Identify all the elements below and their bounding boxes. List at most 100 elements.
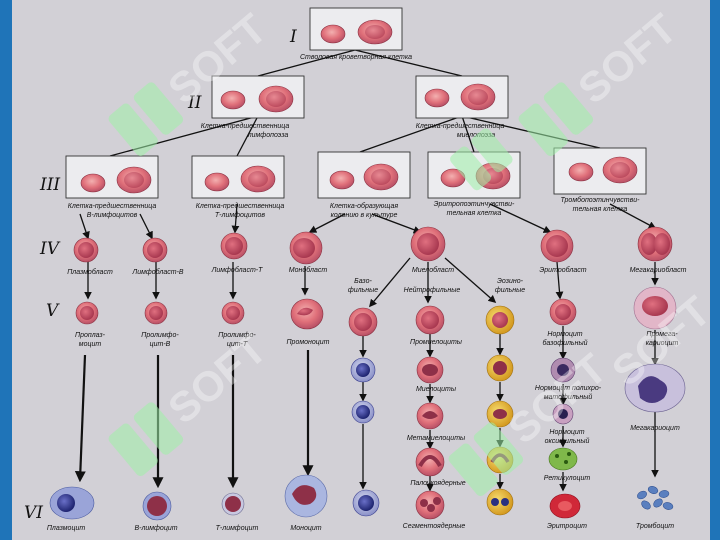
label-plasmoblast: Плазмобласт [67,268,113,276]
eosinophil-metamyelocyte [486,400,514,428]
level-ii: II [187,93,202,113]
label-promyelocytes: Промиелоциты [410,339,463,346]
connector-lines [79,49,659,492]
svg-text:SOFT: SOFT [569,4,685,112]
cell [602,156,638,184]
label-myelocytes: Миелоциты [416,386,457,393]
erythroblast-cell [540,229,574,263]
label-normocyte-oxy-1: Нормоцит [549,429,584,436]
label-proplasmocyte-1: Проплаз- [75,332,106,339]
label-b-precursor-2: В-лимфоцитов [87,212,138,219]
watermark-logo: SOFT [108,324,275,476]
cell [116,166,152,194]
basophil-promyelocyte-cell [348,307,378,337]
label-normocyte-poly-1: Нормоцит полихро- [535,385,602,392]
cell [357,19,393,45]
eosinophil-segmented [486,488,514,516]
cell [220,90,246,110]
label-promegakaryocyte-1: Промега- [646,331,678,338]
label-b-precursor-1: Клетка-предшественница [68,202,157,210]
label-proplasmocyte-2: моцит [79,341,102,348]
neutrophil-column [415,356,445,520]
lymphoblast-b-cell [142,237,168,263]
label-lymphoblast-t: Лимфобласт-Т [211,266,264,274]
cell [329,170,355,190]
mature-lymphoid-cells [49,474,328,521]
label-eosinophilic-2: фильные [495,287,525,294]
plasmocyte-cell [49,486,95,520]
level-vi: VI [24,503,43,523]
watermark-logo: SOFT [448,344,615,496]
level-numerals: I II III IV V VI [24,27,297,523]
normocyte-poly-cell [550,357,576,383]
myeloblast-cell [410,226,446,262]
neutrophil-metamyelocyte [416,402,444,430]
level-v: V [46,301,60,321]
label-tpo-1: Тромбопоэтинчувстви- [561,196,641,204]
label-stem-cell: Стволовая кроветворная клетка [300,54,412,61]
reticulocyte-cell [548,447,578,471]
neutrophil-promyelocyte-cell [415,305,445,335]
label-t-precursor-2: Т-лимфоцитов [215,212,266,219]
label-band: Палочкоядерные [410,479,465,487]
label-prolymphocyte-b-1: Пролимфо- [141,332,179,339]
cell [258,85,294,113]
label-epo-1: Эритропоэтинчувстви- [434,201,515,208]
promonocyte-cell [290,298,324,330]
label-tpo-2: тельная клетка [573,206,628,213]
prolymphocyte-b-cell [144,301,168,325]
level-iii: III [39,175,60,195]
b-lymphocyte-cell [142,491,172,521]
megakaryocyte-cell [624,363,686,413]
label-lymph-precursor-1: Клетка-предшественница [201,122,290,130]
basophil-segmented [352,489,380,517]
label-lymph-precursor-2: лимфопоэза [247,132,289,139]
label-myelo-precursor-1: Клетка-предшественница [416,122,505,130]
cell [460,83,496,111]
megakaryoblast-cell [637,226,673,262]
cell [424,88,450,108]
plasmoblast-cell [73,237,99,263]
label-segmented: Сегментоядерные [403,522,466,530]
label-prolymphocyte-t-1: Пролимфо- [218,332,256,339]
cell-labels: Стволовая кроветворная клетка Клетка-пре… [47,54,687,532]
label-prolymphocyte-b-2: цит-В [150,341,171,348]
monoblast-cell [289,231,323,265]
label-erythroblast: Эритробласт [539,266,586,274]
label-basophilic-2: фильные [348,287,378,294]
normocyte-oxy-cell [552,403,574,425]
watermark-logo [450,128,513,191]
cell [320,24,346,44]
promegakaryocyte-cell [633,286,677,330]
label-monoblast: Монобласт [289,266,328,274]
label-cfu-1: Клетка-образующая [330,202,398,210]
label-erythrocyte: Эритроцит [547,523,587,530]
label-monocyte: Моноцит [290,525,321,532]
label-basophilic-1: Базо- [354,278,372,285]
label-cfu-2: колонию в культуре [331,212,398,219]
label-normocyte-poly-2: матофильный [544,393,593,401]
label-plasmocyte: Плазмоцит [47,525,86,532]
watermark-logo: SOFT [518,4,685,156]
svg-text:SOFT: SOFT [159,324,275,432]
eosinophil-myelocyte [486,354,514,382]
label-myeloblast: Миелобласт [412,266,454,274]
label-normocyte-baso-2: базофильный [542,339,587,347]
erythrocyte-cell [549,493,581,519]
level-i: I [289,27,297,47]
label-promegakaryocyte-2: кариоцит [646,340,679,347]
cell [204,172,230,192]
label-neutrophilic: Нейтрофильные [404,286,461,294]
cell [240,165,276,193]
neutrophil-band [415,447,445,477]
erythroid-column [548,357,581,519]
megakaryocyte-column [624,363,686,510]
neutrophil-segmented [415,490,445,520]
label-b-lymphocyte: В-лимфоцит [134,525,177,532]
normocyte-baso-cell [549,298,577,326]
thrombocytes [637,486,674,510]
t-lymphocyte-cell [221,492,245,516]
cell [80,173,106,193]
label-normocyte-baso-1: Нормоцит [547,331,582,338]
